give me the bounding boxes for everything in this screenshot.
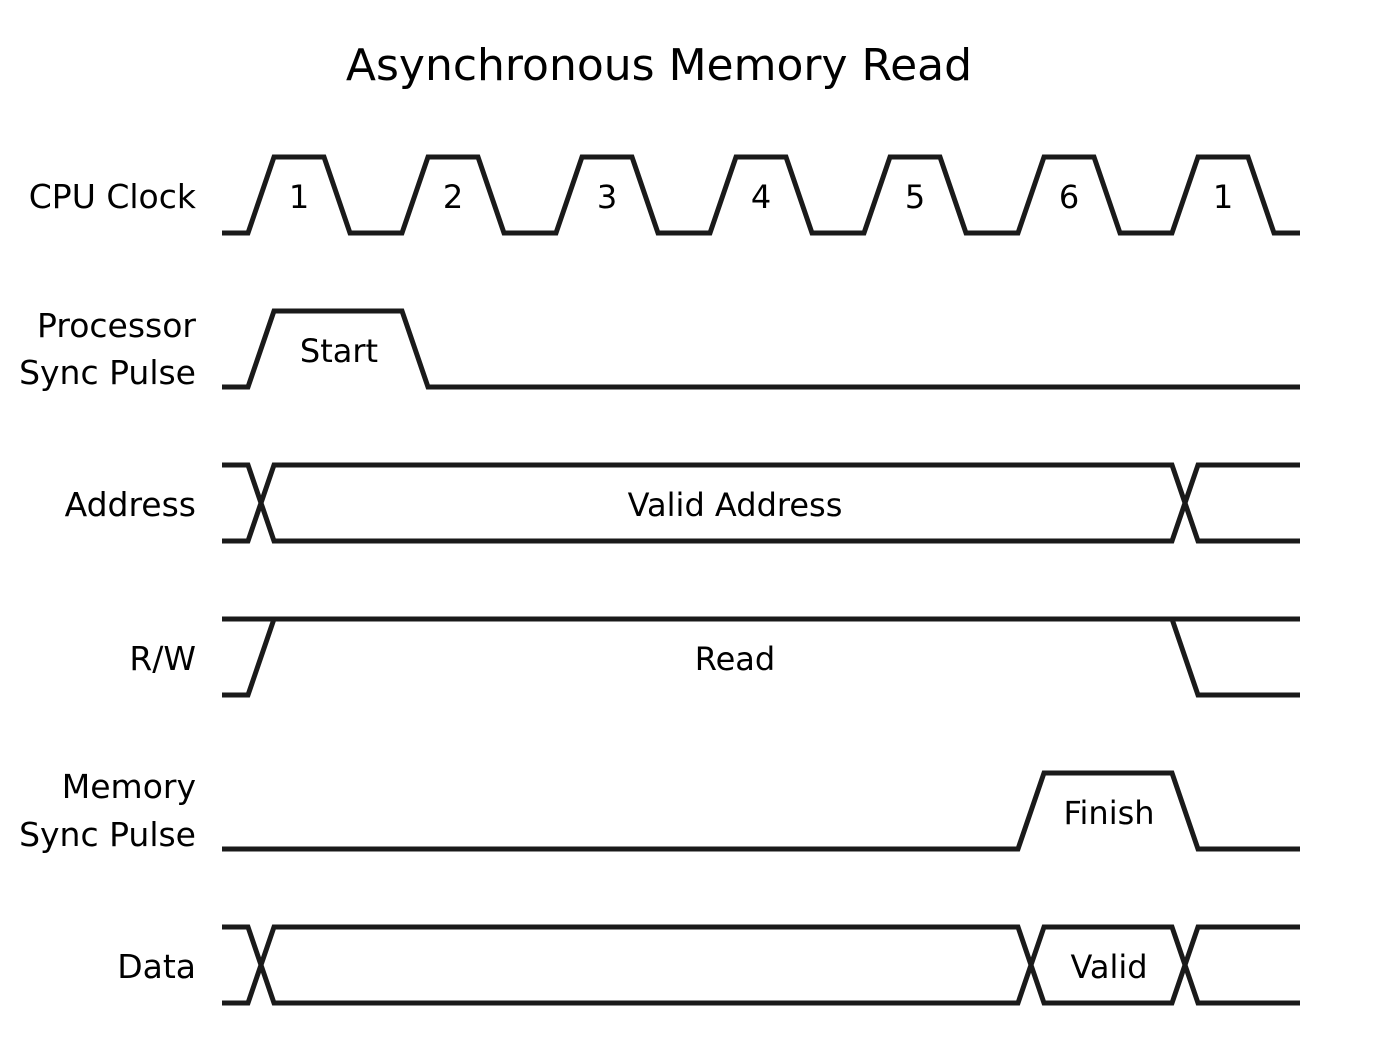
clock-cycle-label: 1	[289, 178, 309, 216]
address-bus-waveform	[222, 462, 1300, 544]
clock-cycle-label: 5	[905, 178, 925, 216]
clock-cycle-label: 4	[751, 178, 771, 216]
data-bus-waveform	[222, 924, 1300, 1006]
signal-label-cpu-clock: CPU Clock	[29, 177, 197, 216]
signal-label-processor: Processor	[37, 306, 196, 345]
valid-address-label: Valid Address	[628, 486, 843, 524]
signal-label-memory-sync-pulse: Sync Pulse	[19, 815, 196, 854]
read-label: Read	[695, 640, 775, 678]
clock-cycle-label: 3	[597, 178, 617, 216]
signal-label-rw: R/W	[129, 639, 196, 678]
finish-pulse-label: Finish	[1063, 794, 1154, 832]
processor-sync-pulse-waveform	[222, 308, 1300, 390]
clock-cycle-label: 2	[443, 178, 463, 216]
cpu-clock-waveform	[222, 154, 1300, 236]
signal-label-processor-sync-pulse: Sync Pulse	[19, 353, 196, 392]
diagram-title: Asynchronous Memory Read	[346, 40, 972, 91]
memory-sync-pulse-waveform	[222, 770, 1300, 852]
signal-label-data: Data	[117, 947, 196, 986]
clock-cycle-label: 6	[1059, 178, 1079, 216]
signal-label-address: Address	[65, 485, 196, 524]
clock-cycle-label: 1	[1213, 178, 1233, 216]
rw-waveform	[222, 616, 1300, 698]
signal-label-memory: Memory	[62, 767, 196, 806]
valid-data-label: Valid	[1070, 948, 1147, 986]
start-pulse-label: Start	[300, 332, 378, 370]
